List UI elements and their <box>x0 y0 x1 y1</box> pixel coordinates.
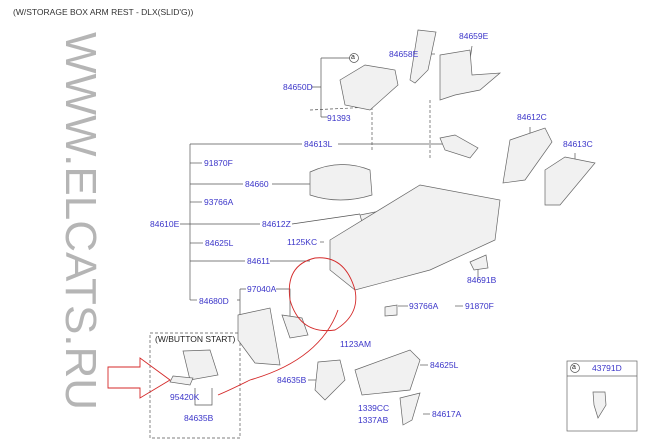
part-84691B <box>469 254 489 271</box>
part-console-84611 <box>329 184 501 291</box>
part-label-1337AB[interactable]: 1337AB <box>358 415 389 425</box>
part-label-84612Z[interactable]: 84612Z <box>262 219 291 229</box>
part-label-84635B-2[interactable]: 84635B <box>184 413 214 423</box>
part-label-84625L[interactable]: 84625L <box>205 238 234 248</box>
callout-marker: a <box>351 54 355 61</box>
part-label-84650D[interactable]: 84650D <box>283 82 313 92</box>
part-label-84611[interactable]: 84611 <box>247 256 271 266</box>
part-shift-cover <box>339 64 399 111</box>
diagram-title: (W/STORAGE BOX ARM REST - DLX(SLID'G)) <box>13 7 194 17</box>
pointer-arrow <box>107 357 171 399</box>
red-connector-line <box>217 309 339 396</box>
part-84625L <box>354 349 421 396</box>
part-label-84659E[interactable]: 84659E <box>459 31 489 41</box>
part-label-91393[interactable]: 91393 <box>327 113 351 123</box>
part-label-43791D[interactable]: 43791D <box>592 363 622 373</box>
part-84658E <box>409 29 437 84</box>
part-label-1123AM[interactable]: 1123AM <box>340 339 372 349</box>
callout-marker-box: a <box>572 364 576 371</box>
part-label-1125KC[interactable]: 1125KC <box>287 237 318 247</box>
part-label-84658E[interactable]: 84658E <box>389 49 419 59</box>
part-84613L <box>439 134 479 159</box>
part-84635B-alt <box>182 349 219 381</box>
part-43791D <box>592 391 607 419</box>
button-start-note: (W/BUTTON START) <box>155 334 236 344</box>
part-label-84680D[interactable]: 84680D <box>199 296 229 306</box>
red-annotation <box>107 257 357 399</box>
part-label-84613C[interactable]: 84613C <box>563 139 593 149</box>
part-armrest-84660 <box>309 164 373 201</box>
red-circle-annotation <box>288 257 357 332</box>
part-label-91870F-2[interactable]: 91870F <box>465 301 494 311</box>
watermark: WWW.ELCATS.RU <box>56 32 105 411</box>
part-label-84617A[interactable]: 84617A <box>432 409 462 419</box>
part-label-93766A[interactable]: 93766A <box>204 197 234 207</box>
part-label-84612C[interactable]: 84612C <box>517 112 547 122</box>
part-label-84625L-2[interactable]: 84625L <box>430 360 459 370</box>
part-84659E <box>439 49 502 101</box>
part-84613C <box>544 156 596 206</box>
part-label-93766A-2[interactable]: 93766A <box>409 301 439 311</box>
part-label-84635B[interactable]: 84635B <box>277 375 307 385</box>
part-label-95420K[interactable]: 95420K <box>170 392 200 402</box>
part-84612C <box>502 127 553 184</box>
button-start-box <box>149 332 241 439</box>
part-label-84691B[interactable]: 84691B <box>467 275 497 285</box>
part-93766A <box>384 304 398 317</box>
part-label-97040A[interactable]: 97040A <box>247 284 277 294</box>
part-label-1339CC[interactable]: 1339CC <box>358 403 390 413</box>
part-84680D <box>237 307 281 366</box>
part-84635B <box>314 359 346 401</box>
leader-84650D <box>311 57 350 118</box>
callout-box <box>566 360 638 432</box>
part-label-84610E[interactable]: 84610E <box>150 219 180 229</box>
part-95420K <box>169 375 194 386</box>
part-97040A <box>281 314 309 339</box>
part-label-84613L[interactable]: 84613L <box>304 139 333 149</box>
part-84617A <box>399 392 421 426</box>
part-label-84660[interactable]: 84660 <box>245 179 269 189</box>
part-label-91870F[interactable]: 91870F <box>204 158 233 168</box>
